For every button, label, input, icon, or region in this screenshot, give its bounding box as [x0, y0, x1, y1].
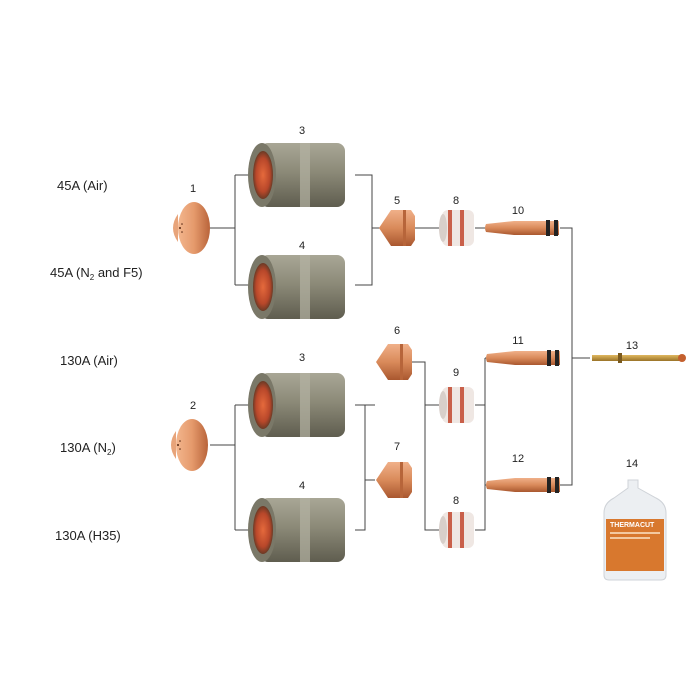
row-label-45a-n2-f5: 45A (N2 and F5): [50, 265, 143, 282]
part-9-swirl-ring: 9: [439, 367, 474, 423]
row-label-130a-n2: 130A (N2): [60, 440, 116, 457]
svg-text:6: 6: [394, 325, 400, 337]
row-label-45a-air: 45A (Air): [57, 178, 108, 193]
svg-text:5: 5: [394, 195, 400, 207]
svg-text:1: 1: [190, 183, 196, 195]
part-8-swirl-ring: 8: [439, 195, 474, 246]
svg-text:3: 3: [299, 352, 305, 364]
part-3-retaining-cap: 3: [248, 125, 345, 207]
part-14-coolant-jug: 14 THERMACUT: [603, 458, 667, 581]
part-8-swirl-ring-130a: 8: [439, 495, 474, 548]
part-4-retaining-cap: 4: [248, 240, 345, 319]
svg-text:8: 8: [453, 195, 459, 207]
svg-text:10: 10: [512, 205, 524, 217]
svg-text:9: 9: [453, 367, 459, 379]
part-12-electrode: 12: [486, 453, 560, 493]
svg-text:8: 8: [453, 495, 459, 507]
part-13-water-tube: 13: [592, 340, 686, 363]
part-2-shield: 2: [171, 400, 208, 471]
part-1-shield: 1: [173, 183, 210, 254]
part-4-retaining-cap-130a: 4: [248, 480, 345, 562]
svg-text:12: 12: [512, 453, 524, 465]
svg-text:11: 11: [512, 335, 523, 347]
row-label-130a-h35: 130A (H35): [55, 528, 121, 543]
part-3-retaining-cap-130a: 3: [248, 352, 345, 437]
svg-text:2: 2: [190, 400, 196, 412]
svg-text:4: 4: [299, 480, 305, 492]
svg-text:3: 3: [299, 125, 305, 137]
connector-lines: [210, 174, 590, 531]
row-label-130a-air: 130A (Air): [60, 353, 118, 368]
svg-text:7: 7: [394, 441, 400, 453]
svg-text:13: 13: [626, 340, 638, 352]
svg-text:4: 4: [299, 240, 305, 252]
svg-text:14: 14: [626, 458, 638, 470]
part-6-nozzle: 6: [376, 325, 412, 380]
part-10-electrode: 10: [485, 205, 559, 236]
part-7-nozzle: 7: [376, 441, 412, 498]
part-11-electrode: 11: [486, 335, 560, 366]
svg-text:THERMACUT: THERMACUT: [610, 522, 655, 529]
part-5-nozzle: 5: [379, 195, 415, 246]
